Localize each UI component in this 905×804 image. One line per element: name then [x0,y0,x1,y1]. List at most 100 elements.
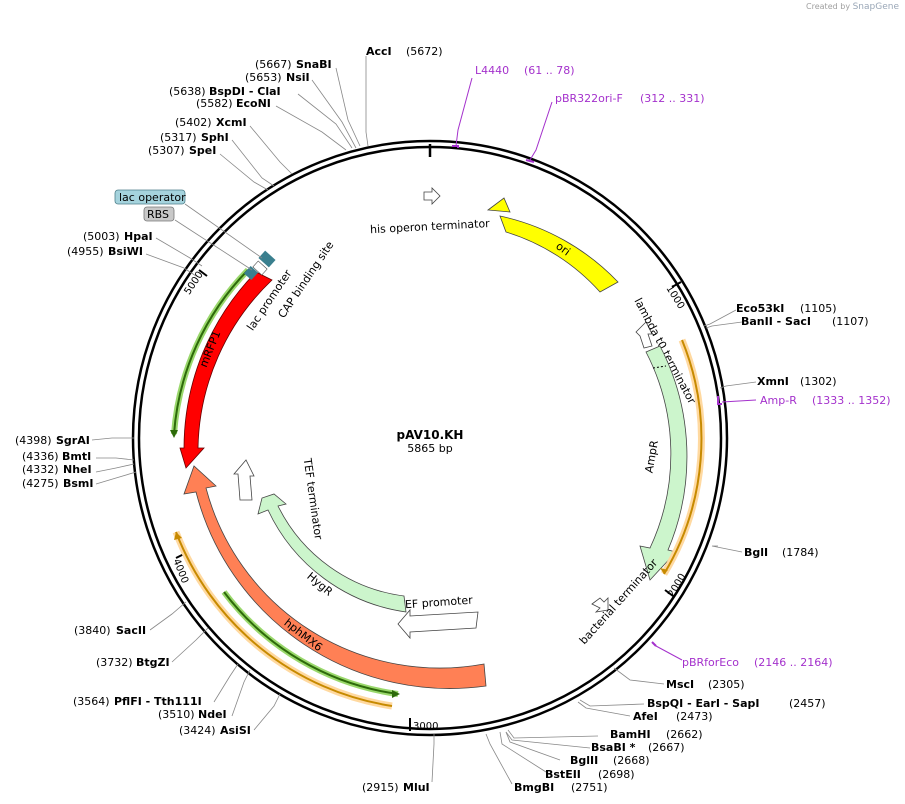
site-pos: (1105) [800,302,837,315]
site-name: EcoNI [236,97,271,110]
site-pos: (2698) [598,768,635,781]
tef-terminator-arrow [233,459,255,501]
hph-orf-arrowhead [174,532,182,540]
site-pos: (2751) [571,781,608,794]
mrfp1-feature [179,271,273,469]
tef-terminator-label: TEF terminator [301,456,325,540]
bacterial-terminator-label: bacterial terminator [577,556,661,647]
tef-promoter-label: TEF promoter [397,594,474,612]
primer-l4440-mark [452,145,459,148]
ampr-orf [663,339,703,575]
primer-pbr322ori-f-range: (312 .. 331) [640,92,705,105]
ampr-orf-arrowhead [660,568,668,574]
primer-pbrforeco: pBRforEco (2146 .. 2164) [651,641,833,669]
site-pos: (4332) [22,463,59,476]
site-name: XcmI [216,116,247,129]
site-name: BanII - SacI [741,315,811,328]
primer-pbr322ori-f-mark [525,159,535,163]
primer-amp-r-leader [721,399,757,403]
ampr-feature [639,345,688,581]
lac-operator-feature [258,250,276,268]
snapgene-credit: Created by SnapGene [806,2,899,12]
site-name: BmgBI [514,781,554,794]
primer-amp-r-name: Amp-R [760,394,797,407]
hph-orf [175,531,393,707]
tick-2000 [664,589,674,597]
site-name: BspQI - EarI - SapI [647,697,759,710]
restriction-sites: (5672) AccI (5667) SnaBI (5653) NsiI (56… [15,45,869,794]
site-name: BstEII [545,768,581,781]
ori-feature [499,215,619,293]
cap-site-feature [243,265,259,281]
site-name: BmtI [62,450,91,463]
primer-pbrforeco-mark [651,641,657,647]
site-pos: (1302) [800,375,837,388]
plasmid-name: pAV10.KH [397,428,464,442]
site-pos: (3424) [179,724,216,737]
site-pos: (4275) [22,477,59,490]
lac-promoter-feature [252,260,268,276]
primer-amp-r-range: (1333 .. 1352) [812,394,891,407]
site-name: MscI [666,678,694,691]
primer-amp-r: Amp-R (1333 .. 1352) [717,394,891,407]
ampr-label: AmpR [642,439,661,474]
site-pos: (5582) [196,97,233,110]
site-name: SnaBI [296,58,332,71]
primer-l4440-leader [455,77,473,147]
mrfp1-orf [173,269,249,435]
site-pos: (5672) [406,45,443,58]
site-pos: (5638) [169,85,206,98]
site-name: SacII [116,624,146,637]
site-name: HpaI [124,230,153,243]
primer-l4440: L4440 (61 .. 78) [452,64,575,148]
site-pos: (5317) [160,131,197,144]
site-name: BglII [570,754,598,767]
lac-operator-box [114,189,186,205]
site-pos: (3840) [74,624,111,637]
ori-arrowhead [486,197,511,213]
site-name: BamHI [610,728,651,741]
primer-pbrforeco-leader [655,645,683,661]
site-pos: (1107) [832,315,869,328]
site-pos: (5402) [175,116,212,129]
primer-pbr322ori-f-name: pBR322ori-F [555,92,623,105]
primer-l4440-name: L4440 [475,64,509,77]
site-pos: (5003) [83,230,120,243]
primer-l4440-range: (61 .. 78) [524,64,575,77]
site-pos: (2457) [789,697,826,710]
tick-label-1000: 1000 [663,284,686,311]
primer-amp-r-mark [717,396,722,405]
lac-operator-leader [184,203,263,259]
rbs-leader [174,219,253,271]
site-name: BsaBI * [591,741,636,754]
credit-brand: SnapGene [852,2,899,12]
site-name: AfeI [633,710,658,723]
hygr-feature [257,493,407,613]
site-name: AccI [366,45,392,58]
site-pos: (3564) [73,695,110,708]
site-name: SphI [201,131,229,144]
site-pos: (5307) [148,144,185,157]
credit-prefix: Created by [806,2,851,11]
site-pos: (4336) [22,450,59,463]
primer-pbr322ori-f-leader [529,101,553,161]
tick-label-2000: 2000 [666,572,688,600]
his-operon-terminator-arrow [423,187,441,205]
site-pos: (4955) [67,245,104,258]
site-name: NdeI [198,708,227,721]
site-name: BsiWI [108,245,143,258]
site-name: MluI [403,781,430,794]
lac-operator-box-label: lac operator [119,191,186,204]
hygr-orf [223,591,399,695]
tick-1000 [671,281,682,288]
site-leaders [91,56,757,785]
site-pos: (2473) [676,710,713,723]
hygr-orf-arrowhead [392,690,400,698]
site-name: BsmI [63,477,94,490]
hphmx6-feature [183,465,487,689]
tick-marks: 1000 2000 3000 4000 5000 [170,269,689,732]
site-pos: (5653) [245,71,282,84]
tick-5000 [198,269,208,277]
site-name: BtgZI [136,656,170,669]
